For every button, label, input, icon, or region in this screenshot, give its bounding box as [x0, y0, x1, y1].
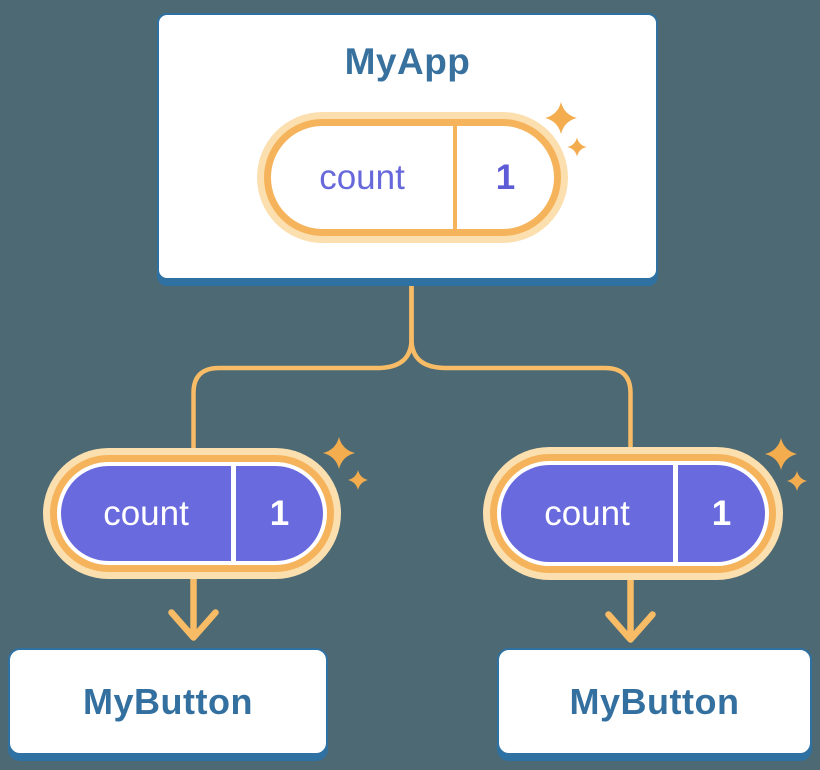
child-prop-pill: count 1 [43, 448, 341, 579]
arrow-down-icon [168, 566, 219, 641]
state-pill-ring: count 1 [264, 119, 561, 236]
pill-divider [231, 466, 236, 561]
arrow-down-icon [605, 568, 656, 643]
state-name: count [319, 157, 405, 197]
sparkle-icon [765, 438, 797, 470]
child-component-title: MyButton [569, 680, 740, 722]
sparkle-icon [787, 471, 807, 491]
child-prop-pill: count 1 [483, 447, 783, 580]
child-component-card: MyButton [497, 648, 812, 755]
sparkle-icon [323, 437, 355, 469]
prop-name: count [544, 493, 630, 533]
branch-lines [191, 280, 633, 455]
prop-name: count [103, 493, 189, 533]
prop-value: 1 [269, 493, 290, 533]
prop-value: 1 [711, 493, 732, 533]
state-value: 1 [495, 157, 516, 197]
child-component-card: MyButton [8, 648, 328, 755]
pill-divider [673, 465, 678, 562]
root-state-pill: count 1 [257, 112, 568, 243]
sparkle-icon [348, 470, 368, 490]
child-component-title: MyButton [83, 680, 253, 722]
prop-pill-ring: count 1 [50, 455, 334, 572]
prop-pill-core: count 1 [501, 465, 765, 562]
prop-pill-ring: count 1 [490, 454, 776, 573]
prop-pill-core: count 1 [61, 466, 323, 561]
pill-divider [453, 126, 457, 229]
root-component-title: MyApp [344, 41, 471, 82]
